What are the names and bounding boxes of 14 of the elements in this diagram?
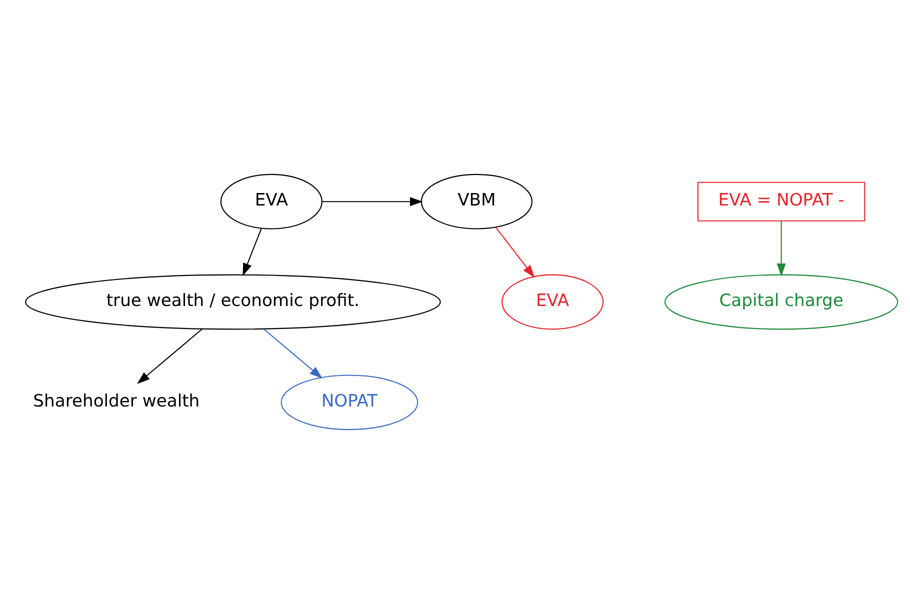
node-ellipse: true wealth / economic profit.	[24, 274, 440, 330]
node-ellipse: NOPAT	[280, 374, 418, 430]
arrow	[136, 328, 202, 384]
node-box: EVA = NOPAT -	[696, 181, 865, 221]
node-ellipse: Capital charge	[664, 274, 898, 330]
node-ellipse: EVA	[501, 274, 604, 330]
arrow	[263, 328, 322, 378]
arrow	[322, 196, 422, 206]
arrow	[494, 226, 534, 278]
node-ellipse: EVA	[220, 173, 322, 229]
node-text: Shareholder wealth	[32, 390, 200, 411]
arrow	[242, 228, 262, 276]
arrow	[776, 220, 786, 276]
node-ellipse: VBM	[420, 173, 532, 229]
